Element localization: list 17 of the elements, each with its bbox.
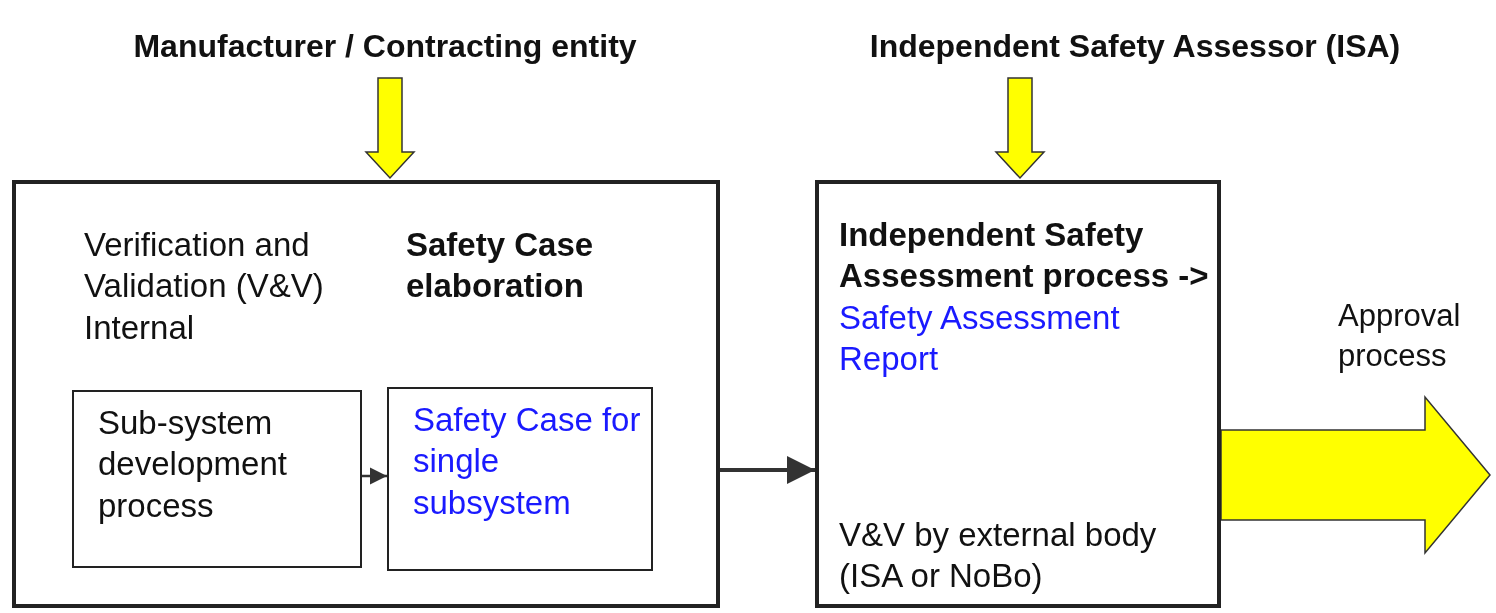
block-arrow bbox=[994, 77, 1046, 180]
box-text: Sub-system development process bbox=[98, 403, 288, 526]
arrow bbox=[362, 467, 387, 485]
box-text: Safety Case elaboration bbox=[406, 225, 595, 307]
box-text: V&V by external body (ISA or NoBo) bbox=[839, 515, 1158, 597]
heading-label: Manufacturer / Contracting entity bbox=[133, 18, 637, 74]
box-text: Safety Case for single subsystem bbox=[413, 400, 642, 523]
block-arrow bbox=[1220, 394, 1491, 556]
process-box bbox=[387, 387, 653, 571]
heading-label: Independent Safety Assessor (ISA) bbox=[869, 18, 1401, 74]
process-box bbox=[12, 180, 720, 608]
arrow bbox=[720, 456, 815, 484]
block-arrow bbox=[364, 77, 416, 180]
process-box bbox=[815, 180, 1221, 608]
box-text: Verification and Validation (V&V) Internal bbox=[84, 225, 325, 348]
box-text: Independent Safety Assessment process -> Safety Assessment Report bbox=[839, 215, 1209, 379]
process-box bbox=[72, 390, 362, 568]
